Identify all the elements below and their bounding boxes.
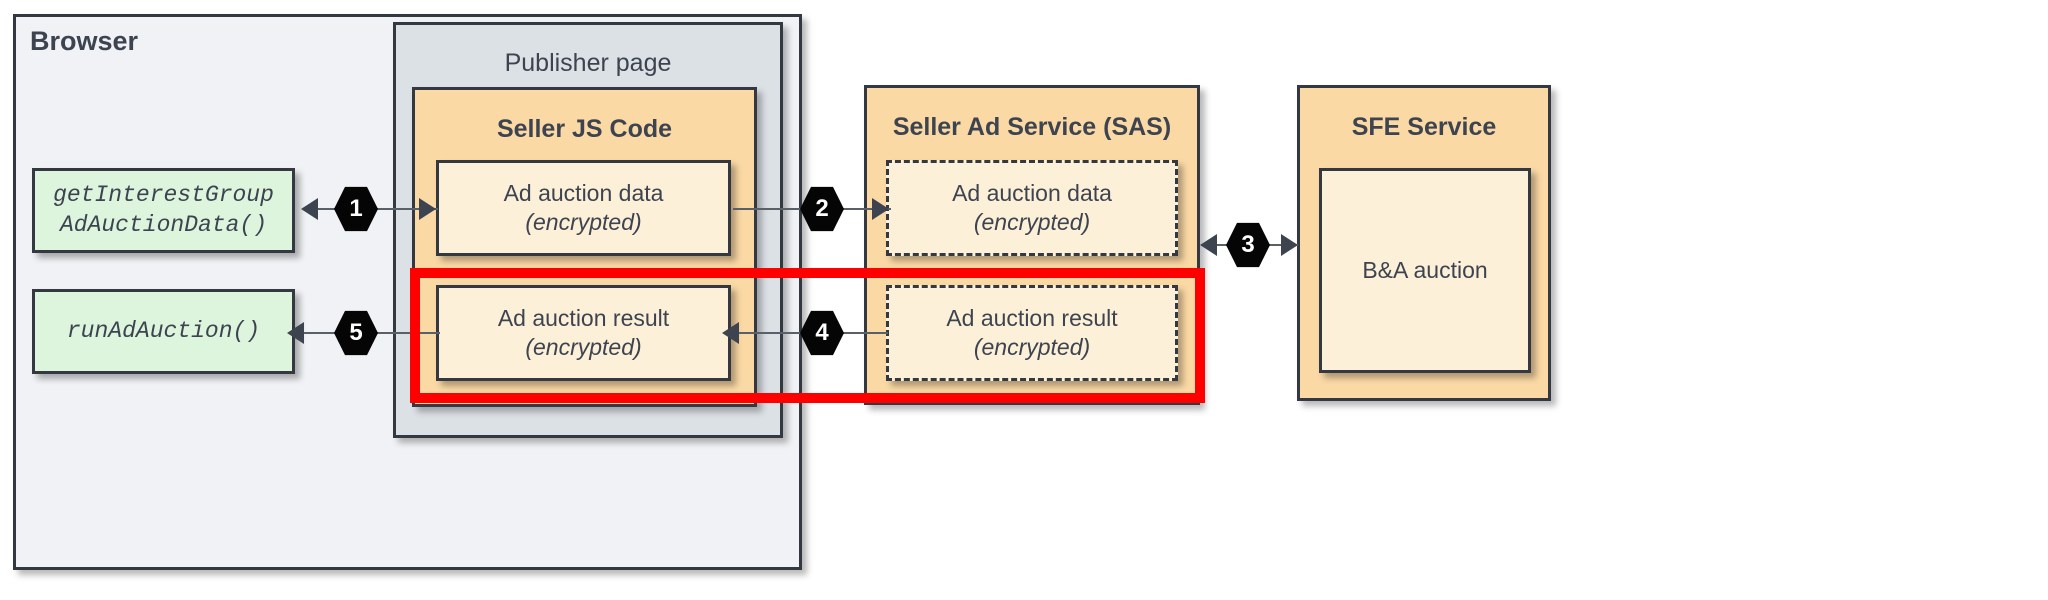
api-box-run-ad-auction[interactable]: runAdAuction() [32, 289, 295, 374]
step-marker-5: 5 [334, 310, 378, 356]
box-title: Ad auction data [503, 179, 664, 206]
arrowhead-step-5-left [287, 322, 304, 344]
seller-ad-service-label: Seller Ad Service (SAS) [892, 113, 1172, 141]
sfe-service-label: SFE Service [1351, 113, 1497, 141]
step-marker-3: 3 [1226, 222, 1270, 268]
api-label-line2: AdAuctionData() [59, 211, 268, 238]
box-title: Ad auction result [946, 304, 1118, 331]
box-title: Ad auction result [497, 304, 670, 331]
publisher-page-label: Publisher page [504, 49, 672, 77]
box-subtitle: (encrypted) [973, 209, 1091, 235]
js-ad-auction-data-box: Ad auction data (encrypted) [436, 160, 731, 256]
js-ad-auction-result-box: Ad auction result (encrypted) [436, 285, 731, 381]
step-marker-4: 4 [800, 310, 844, 356]
arrowhead-step-1-left [301, 198, 318, 220]
browser-label: Browser [30, 26, 139, 56]
connector-step-1 [318, 208, 438, 210]
step-marker-2: 2 [800, 186, 844, 232]
box-subtitle: (encrypted) [525, 334, 642, 360]
seller-js-code-label: Seller JS Code [496, 115, 673, 143]
box-subtitle: (encrypted) [525, 209, 642, 235]
box-title: Ad auction data [952, 179, 1112, 206]
box-subtitle: (encrypted) [973, 334, 1091, 360]
sas-ad-auction-data-box: Ad auction data (encrypted) [886, 160, 1178, 256]
sfe-bna-auction-box: B&A auction [1319, 168, 1531, 373]
step-marker-1: 1 [334, 186, 378, 232]
arrowhead-step-1-right [419, 198, 436, 220]
box-title: B&A auction [1362, 256, 1488, 283]
sas-ad-auction-result-box: Ad auction result (encrypted) [886, 285, 1178, 381]
arrowhead-step-2-right [872, 198, 889, 220]
api-label-line1: runAdAuction() [66, 317, 261, 344]
arrowhead-step-4-left [722, 322, 739, 344]
arrowhead-step-3-left [1200, 234, 1217, 256]
arrowhead-step-3-right [1281, 234, 1298, 256]
api-label-line1: getInterestGroup [53, 181, 274, 208]
api-box-get-interest-group-ad-auction-data[interactable]: getInterestGroup AdAuctionData() [32, 168, 295, 253]
